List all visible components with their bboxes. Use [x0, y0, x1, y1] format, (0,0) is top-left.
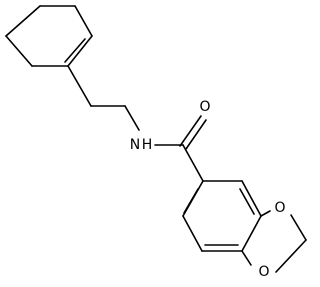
- amide-hydrogen-label: H: [142, 137, 153, 153]
- dioxole-oxygen-top-label: O: [274, 200, 285, 216]
- bond: [241, 250, 252, 266]
- bond: [67, 65, 92, 107]
- cyclohexene-ring: [5, 5, 93, 67]
- aromatic-inner-bond: [183, 188, 199, 214]
- bond: [5, 5, 41, 37]
- carbonyl-double-bond: [179, 115, 202, 147]
- dioxole-ring: [241, 210, 307, 273]
- amide-oxygen-label: O: [199, 99, 210, 115]
- bond: [67, 35, 93, 67]
- bond: [290, 214, 307, 241]
- bond: [241, 215, 262, 252]
- amide-nitrogen-label: N: [130, 137, 140, 153]
- dioxole-oxygen-bottom-label: O: [258, 264, 269, 280]
- aromatic-inner-bond: [239, 188, 255, 215]
- ethyl-linker: [67, 65, 140, 131]
- bond: [5, 35, 33, 67]
- carbonyl-double-bond: [185, 119, 207, 150]
- benzene-ring: [182, 180, 262, 252]
- double-bond-inner: [64, 38, 86, 63]
- bond: [124, 105, 140, 131]
- bond: [241, 180, 262, 217]
- bond: [182, 215, 203, 252]
- amide-group: [154, 115, 207, 182]
- bond: [182, 144, 204, 182]
- bond: [74, 5, 93, 37]
- bond: [260, 210, 271, 217]
- bond: [275, 239, 307, 273]
